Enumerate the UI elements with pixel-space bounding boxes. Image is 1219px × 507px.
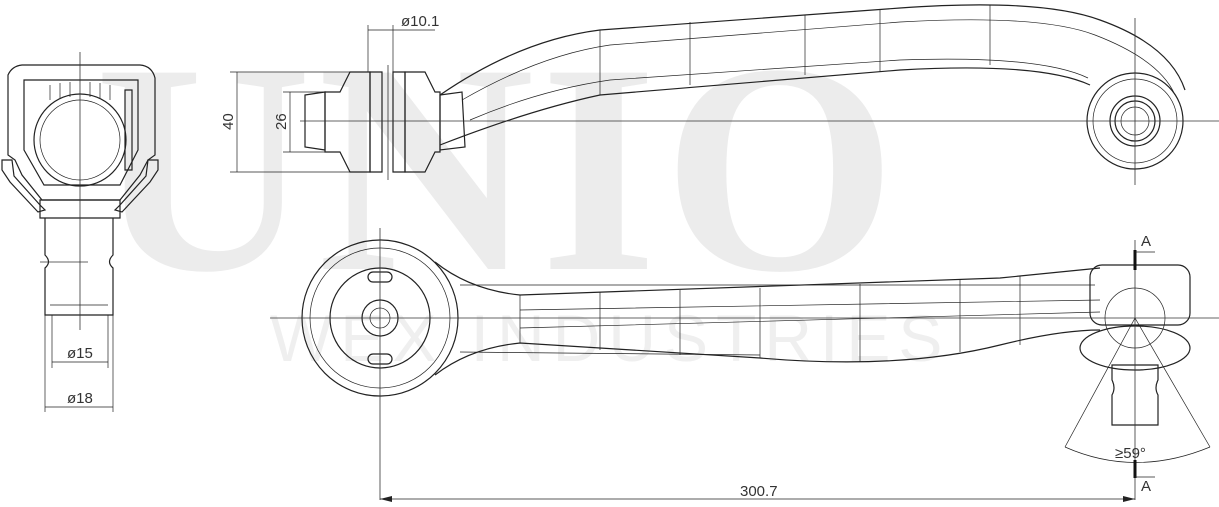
- dim-arm-length: 300.7: [740, 483, 778, 500]
- bushing-section-view: 40 26 ø10.1: [220, 13, 470, 180]
- dim-ball-stud-outer-diameter: ø18: [67, 390, 93, 407]
- watermark-brand: UNIO: [95, 2, 903, 334]
- dim-ball-stud-inner-diameter: ø15: [67, 345, 93, 362]
- dim-bushing-inner-height: 26: [273, 113, 290, 130]
- arm-top-view: ≥59° A A 300.7: [270, 228, 1219, 502]
- section-marker-top: A: [1141, 233, 1151, 250]
- watermark-subtitle: WEX INDUSTRIES: [270, 301, 951, 375]
- section-marker-bottom: A: [1141, 478, 1151, 495]
- dim-angle: ≥59°: [1115, 445, 1146, 462]
- arm-side-view: [439, 4, 1219, 185]
- dim-bushing-bore: ø10.1: [401, 13, 439, 30]
- ball-joint-section-view: ø15 ø18: [1, 52, 159, 412]
- dim-bushing-outer-height: 40: [220, 113, 237, 130]
